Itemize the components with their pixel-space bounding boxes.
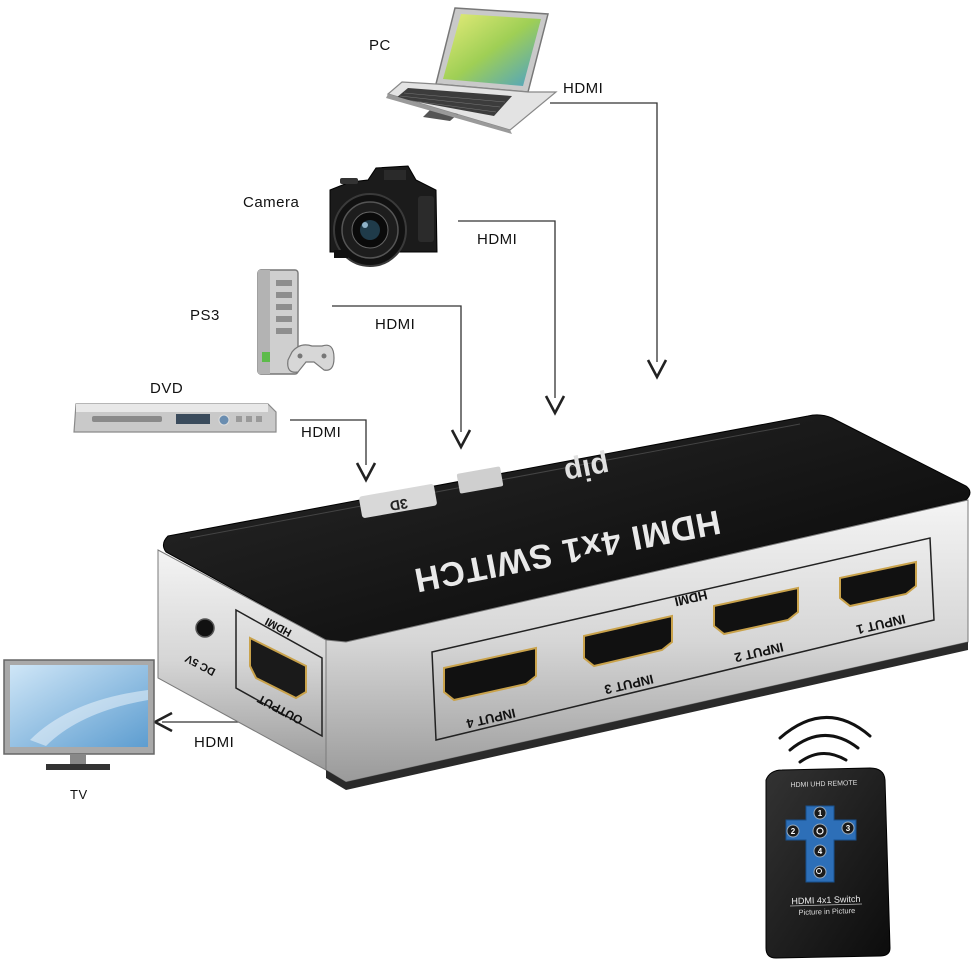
- remote-footer-divider: [789, 903, 863, 907]
- remote-key-4[interactable]: [813, 844, 827, 858]
- remote-center-power-icon: [816, 827, 824, 835]
- ps3-hdmi-line: [332, 305, 462, 432]
- arrow-heads: [152, 359, 668, 733]
- pc-label: PC: [369, 37, 391, 54]
- remote-key-3[interactable]: [841, 821, 855, 835]
- output-port: [249, 636, 307, 700]
- remote-key-2-label: 2: [791, 827, 796, 836]
- ps3-console-icon: [257, 269, 335, 375]
- remote-key-3-label: 3: [846, 824, 851, 833]
- pc-arrow-icon: [646, 359, 668, 380]
- remote-header: HDMI UHD REMOTE: [790, 780, 857, 789]
- wireless-signal-icon: [778, 716, 872, 764]
- switch-pip-label: pip: [562, 449, 612, 490]
- dvd-player-icon: [73, 403, 277, 433]
- remote-control: [765, 767, 891, 959]
- dvd-hdmi-line: [290, 419, 367, 465]
- dvd-arrow-icon: [355, 462, 377, 483]
- tv-hdmi-label: HDMI: [194, 734, 235, 751]
- remote-key-pip[interactable]: [813, 865, 827, 879]
- input-port-1: [839, 560, 917, 608]
- camera-label: Camera: [243, 194, 300, 211]
- tv-label: TV: [70, 787, 88, 802]
- tv-arrow-icon: [152, 711, 173, 733]
- tv-icon: [3, 659, 155, 770]
- remote-key-1-label: 1: [818, 809, 823, 818]
- ps3-arrow-icon: [450, 429, 472, 450]
- input-ports: [443, 560, 917, 702]
- hdmi-group-label: HDMI: [673, 587, 709, 609]
- camera-arrow-icon: [544, 395, 566, 416]
- remote-footer-title: HDMI 4x1 Switch: [791, 894, 860, 906]
- dc-power-jack: [195, 618, 215, 638]
- remote-key-4-label: 4: [818, 847, 823, 856]
- remote-pip-search-icon: [816, 868, 822, 874]
- ps3-hdmi-label: HDMI: [375, 316, 416, 333]
- badge-3d: [359, 484, 437, 518]
- camera-hdmi-line: [458, 220, 556, 398]
- pc-hdmi-line: [550, 102, 658, 362]
- ps3-label: PS3: [190, 307, 220, 324]
- hdmi-switch-box: [157, 414, 971, 790]
- remote-footer-subtitle: Picture in Picture: [798, 906, 855, 917]
- pip-badge-icon: [456, 466, 504, 494]
- badge-3d-label: 3D: [389, 495, 409, 514]
- remote-key-center[interactable]: [812, 823, 828, 839]
- connection-lines: [162, 102, 658, 723]
- camera-hdmi-label: HDMI: [477, 231, 518, 248]
- remote-key-1[interactable]: [813, 806, 827, 820]
- input-port-4: [443, 646, 537, 702]
- input-port-3: [583, 614, 673, 668]
- remote-buttons: [786, 806, 855, 879]
- camera-icon: [329, 165, 438, 267]
- dvd-hdmi-label: HDMI: [301, 424, 342, 441]
- remote-key-2[interactable]: [786, 824, 800, 838]
- laptop-icon: [386, 7, 558, 134]
- dvd-label: DVD: [150, 380, 184, 397]
- pc-hdmi-label: HDMI: [563, 80, 604, 97]
- input-port-2: [713, 586, 799, 636]
